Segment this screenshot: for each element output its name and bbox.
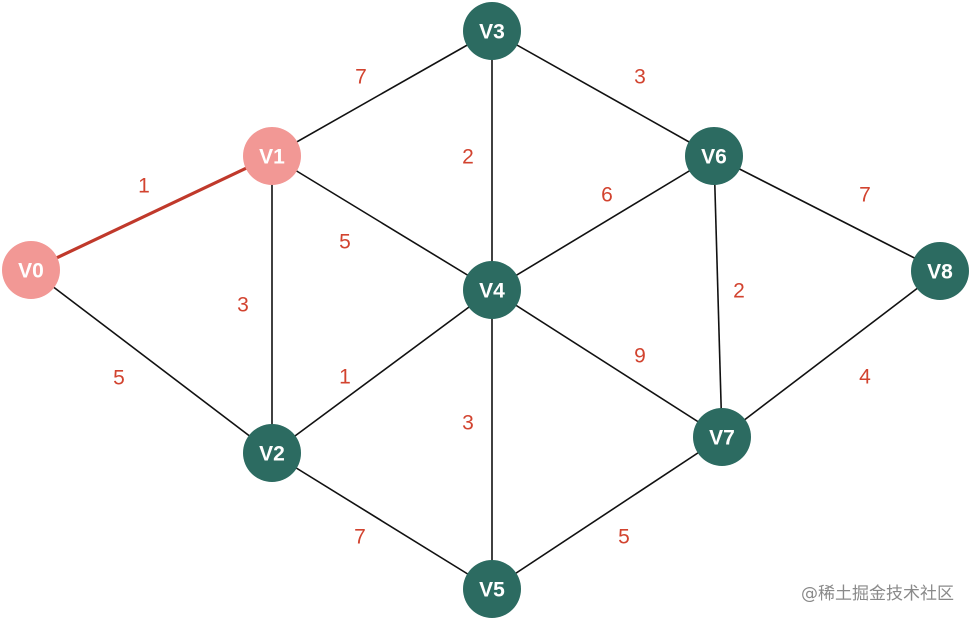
node-circle-v5 — [463, 560, 521, 618]
watermark-text: @稀土掘金技术社区 — [801, 584, 954, 604]
edge-weight-v1-v3: 7 — [355, 66, 367, 89]
edge-weight-v5-v7: 5 — [618, 526, 630, 549]
node-v7: V7 — [693, 408, 751, 466]
edge-v7-v8 — [721, 270, 941, 438]
edge-weight-v1-v2: 3 — [237, 294, 249, 317]
edge-v6-v7 — [713, 155, 723, 438]
edge-v0-v1 — [29, 154, 274, 272]
node-v0: V0 — [2, 241, 60, 299]
edge-layer — [29, 30, 941, 590]
edge-weight-v0-v1: 1 — [138, 175, 150, 198]
node-v3: V3 — [463, 2, 521, 60]
node-v5: V5 — [463, 560, 521, 618]
node-circle-v0 — [2, 241, 60, 299]
node-circle-v4 — [463, 261, 521, 319]
edge-weight-v3-v4: 2 — [462, 146, 474, 169]
node-label-v8: V8 — [927, 261, 953, 284]
node-label-v6: V6 — [701, 146, 727, 169]
node-v2: V2 — [243, 424, 301, 482]
edge-weight-v4-v5: 3 — [462, 412, 474, 435]
edge-weight-v4-v7: 9 — [634, 345, 646, 368]
edge-weight-v6-v8: 7 — [859, 184, 871, 207]
node-circle-v2 — [243, 424, 301, 482]
node-label-v3: V3 — [479, 21, 505, 44]
edge-v1-v4 — [271, 155, 493, 291]
edge-weight-v0-v2: 5 — [113, 367, 125, 390]
edge-v3-v6 — [491, 30, 715, 157]
edge-v4-v7 — [491, 289, 723, 438]
node-v8: V8 — [911, 242, 969, 300]
weight-label-layer: 1 5 7 5 3 1 7 2 3 6 9 3 5 2 7 4 — [113, 66, 871, 549]
edge-v0-v2 — [30, 269, 273, 454]
node-label-v2: V2 — [259, 443, 285, 466]
node-circle-v3 — [463, 2, 521, 60]
edge-weight-v6-v7: 2 — [733, 280, 745, 303]
edge-v6-v8 — [713, 155, 941, 272]
edge-weight-v7-v8: 4 — [859, 366, 871, 389]
node-circle-v6 — [685, 127, 743, 185]
edge-weight-v4-v6: 6 — [601, 184, 613, 207]
node-label-v4: V4 — [479, 280, 505, 303]
edge-weight-v3-v6: 3 — [634, 66, 646, 89]
edge-v5-v7 — [491, 436, 723, 590]
edge-weight-v2-v4: 1 — [339, 366, 351, 389]
edge-v2-v5 — [271, 452, 493, 590]
edge-weight-v2-v5: 7 — [354, 526, 366, 549]
node-label-v7: V7 — [709, 427, 735, 450]
node-v6: V6 — [685, 127, 743, 185]
node-label-v1: V1 — [259, 146, 285, 169]
node-v4: V4 — [463, 261, 521, 319]
node-circle-v7 — [693, 408, 751, 466]
node-label-v0: V0 — [18, 260, 44, 283]
node-label-v5: V5 — [479, 579, 505, 602]
node-circle-v8 — [911, 242, 969, 300]
edge-weight-v1-v4: 5 — [339, 231, 351, 254]
node-v1: V1 — [243, 127, 301, 185]
edge-v4-v6 — [491, 155, 715, 291]
edge-v1-v3 — [271, 30, 493, 157]
node-circle-v1 — [243, 127, 301, 185]
edge-v2-v4 — [271, 289, 493, 454]
